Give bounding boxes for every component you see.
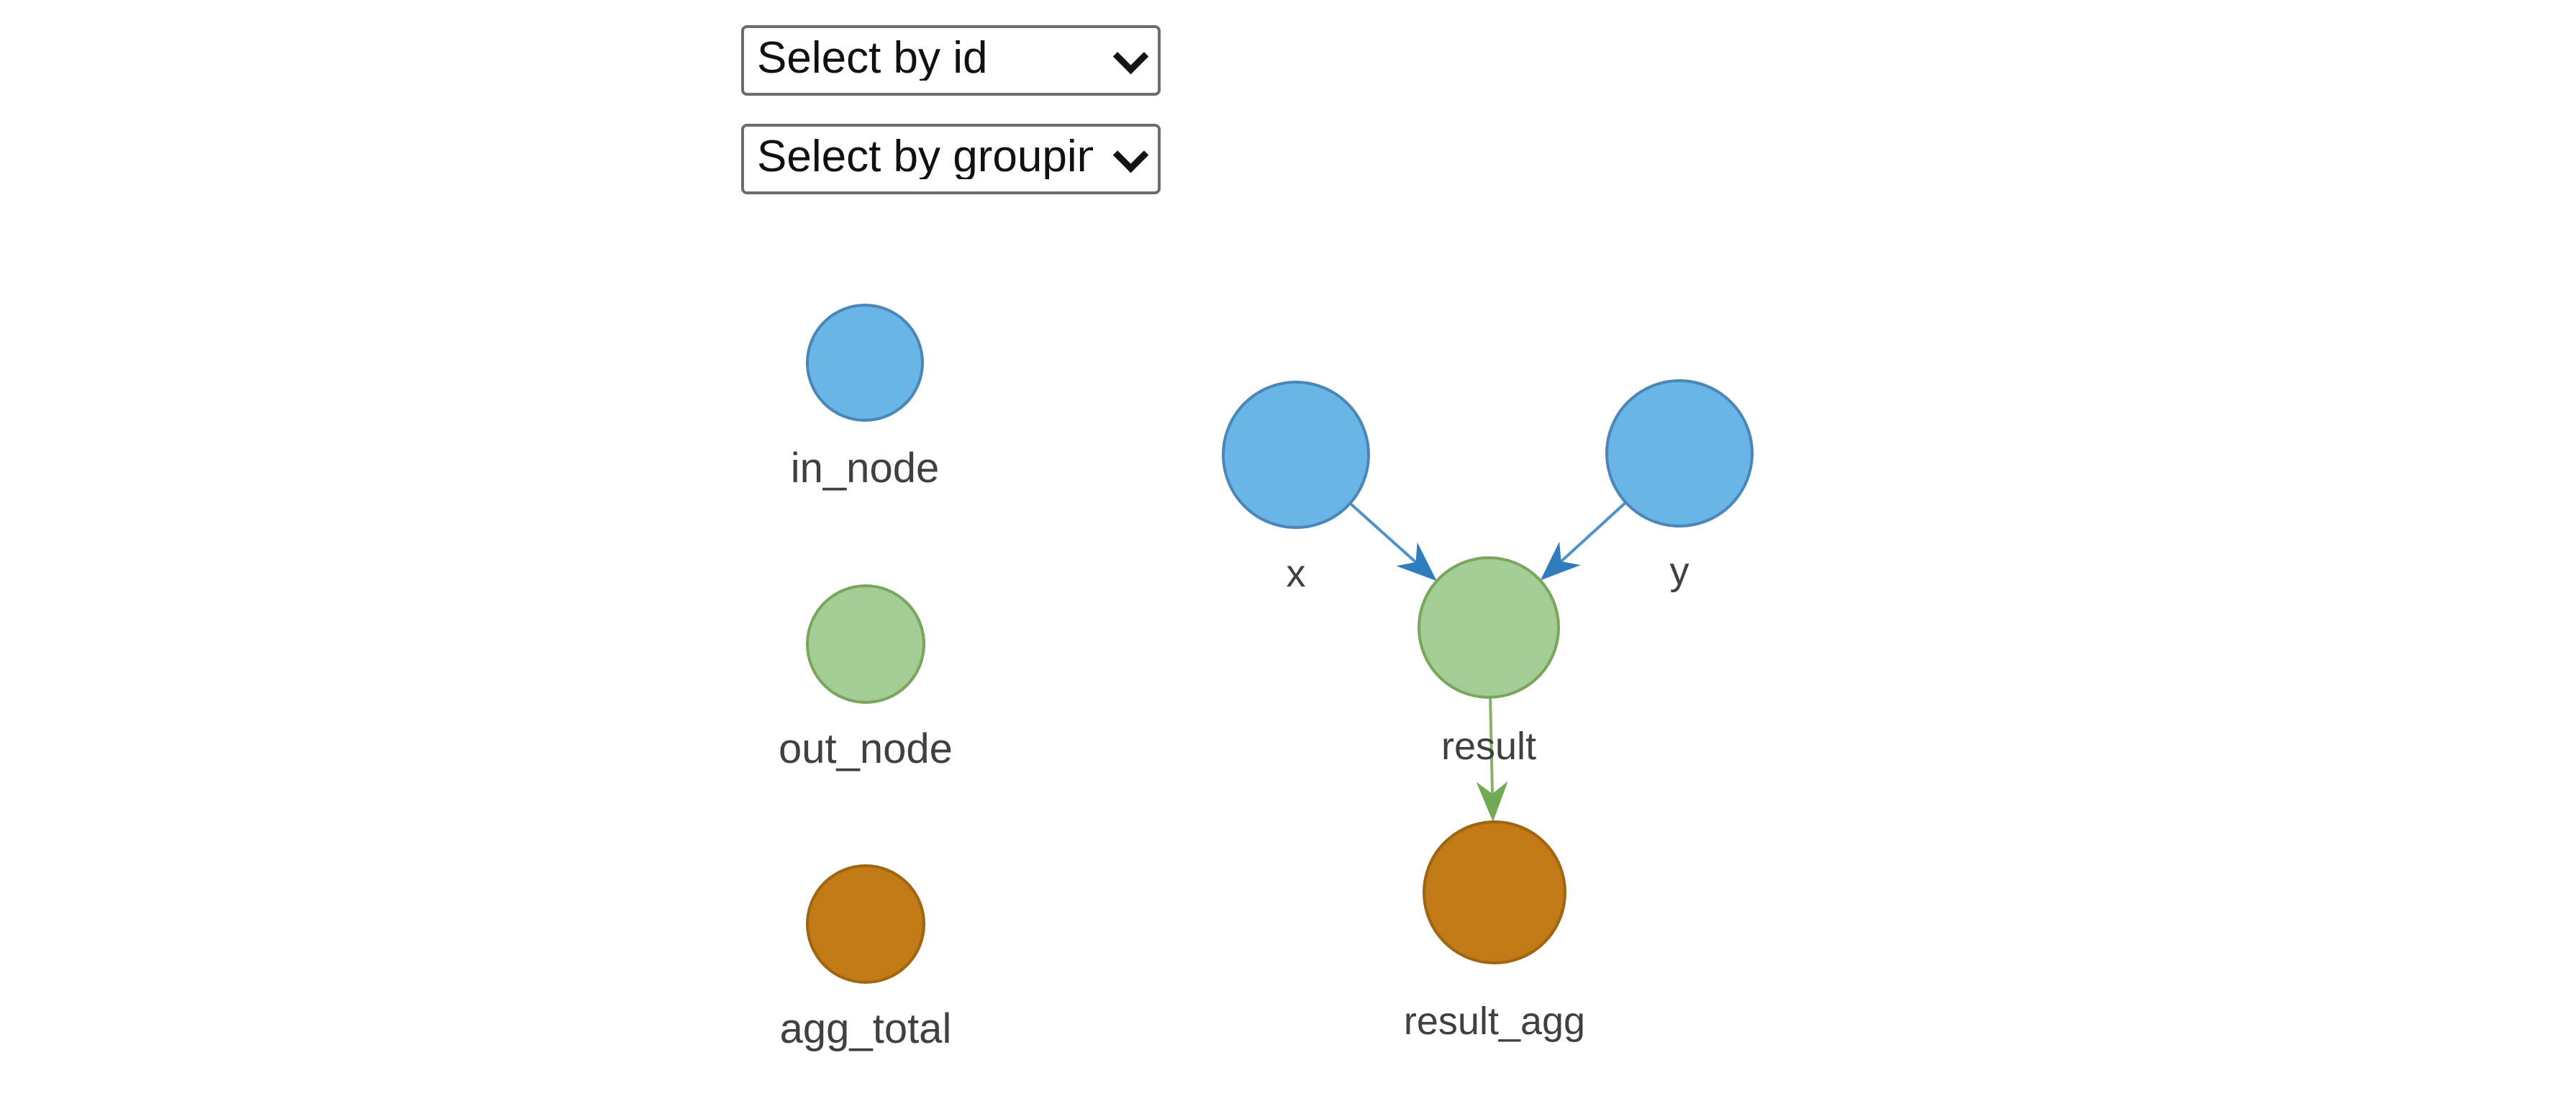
- legend-label-agg_total: agg_total: [780, 1005, 952, 1052]
- legend-node-in_node: [806, 304, 924, 422]
- legend-node-agg_total: [806, 864, 925, 984]
- select-by-grouping-wrapper: Select by grouping: [741, 124, 1161, 194]
- select-by-grouping[interactable]: Select by grouping: [741, 124, 1161, 194]
- graph-node-x[interactable]: [1222, 381, 1370, 529]
- select-by-id[interactable]: Select by id: [741, 25, 1161, 96]
- graph-node-label-y: y: [1670, 550, 1690, 593]
- graph-edge-arrowhead-icon: [1540, 541, 1581, 581]
- graph-edge-arrowhead-icon: [1476, 781, 1508, 823]
- graph-node-label-result: result: [1441, 725, 1536, 768]
- graph-edge-result-result_agg: [1489, 697, 1495, 794]
- graph-node-label-x: x: [1287, 552, 1306, 595]
- graph-edge-arrowhead-icon: [1396, 542, 1437, 581]
- graph-node-label-result_agg: result_agg: [1404, 1000, 1585, 1043]
- graph-edge-x-result: [1348, 502, 1417, 563]
- legend-label-out_node: out_node: [779, 725, 953, 772]
- legend-node-out_node: [806, 584, 925, 704]
- graph-edge-y-result: [1560, 501, 1627, 563]
- select-by-id-wrapper: Select by id: [741, 25, 1161, 96]
- legend-label-in_node: in_node: [791, 445, 939, 492]
- graph-node-result[interactable]: [1418, 556, 1560, 699]
- graph-node-result_agg[interactable]: [1423, 820, 1566, 964]
- graph-node-y[interactable]: [1605, 379, 1754, 528]
